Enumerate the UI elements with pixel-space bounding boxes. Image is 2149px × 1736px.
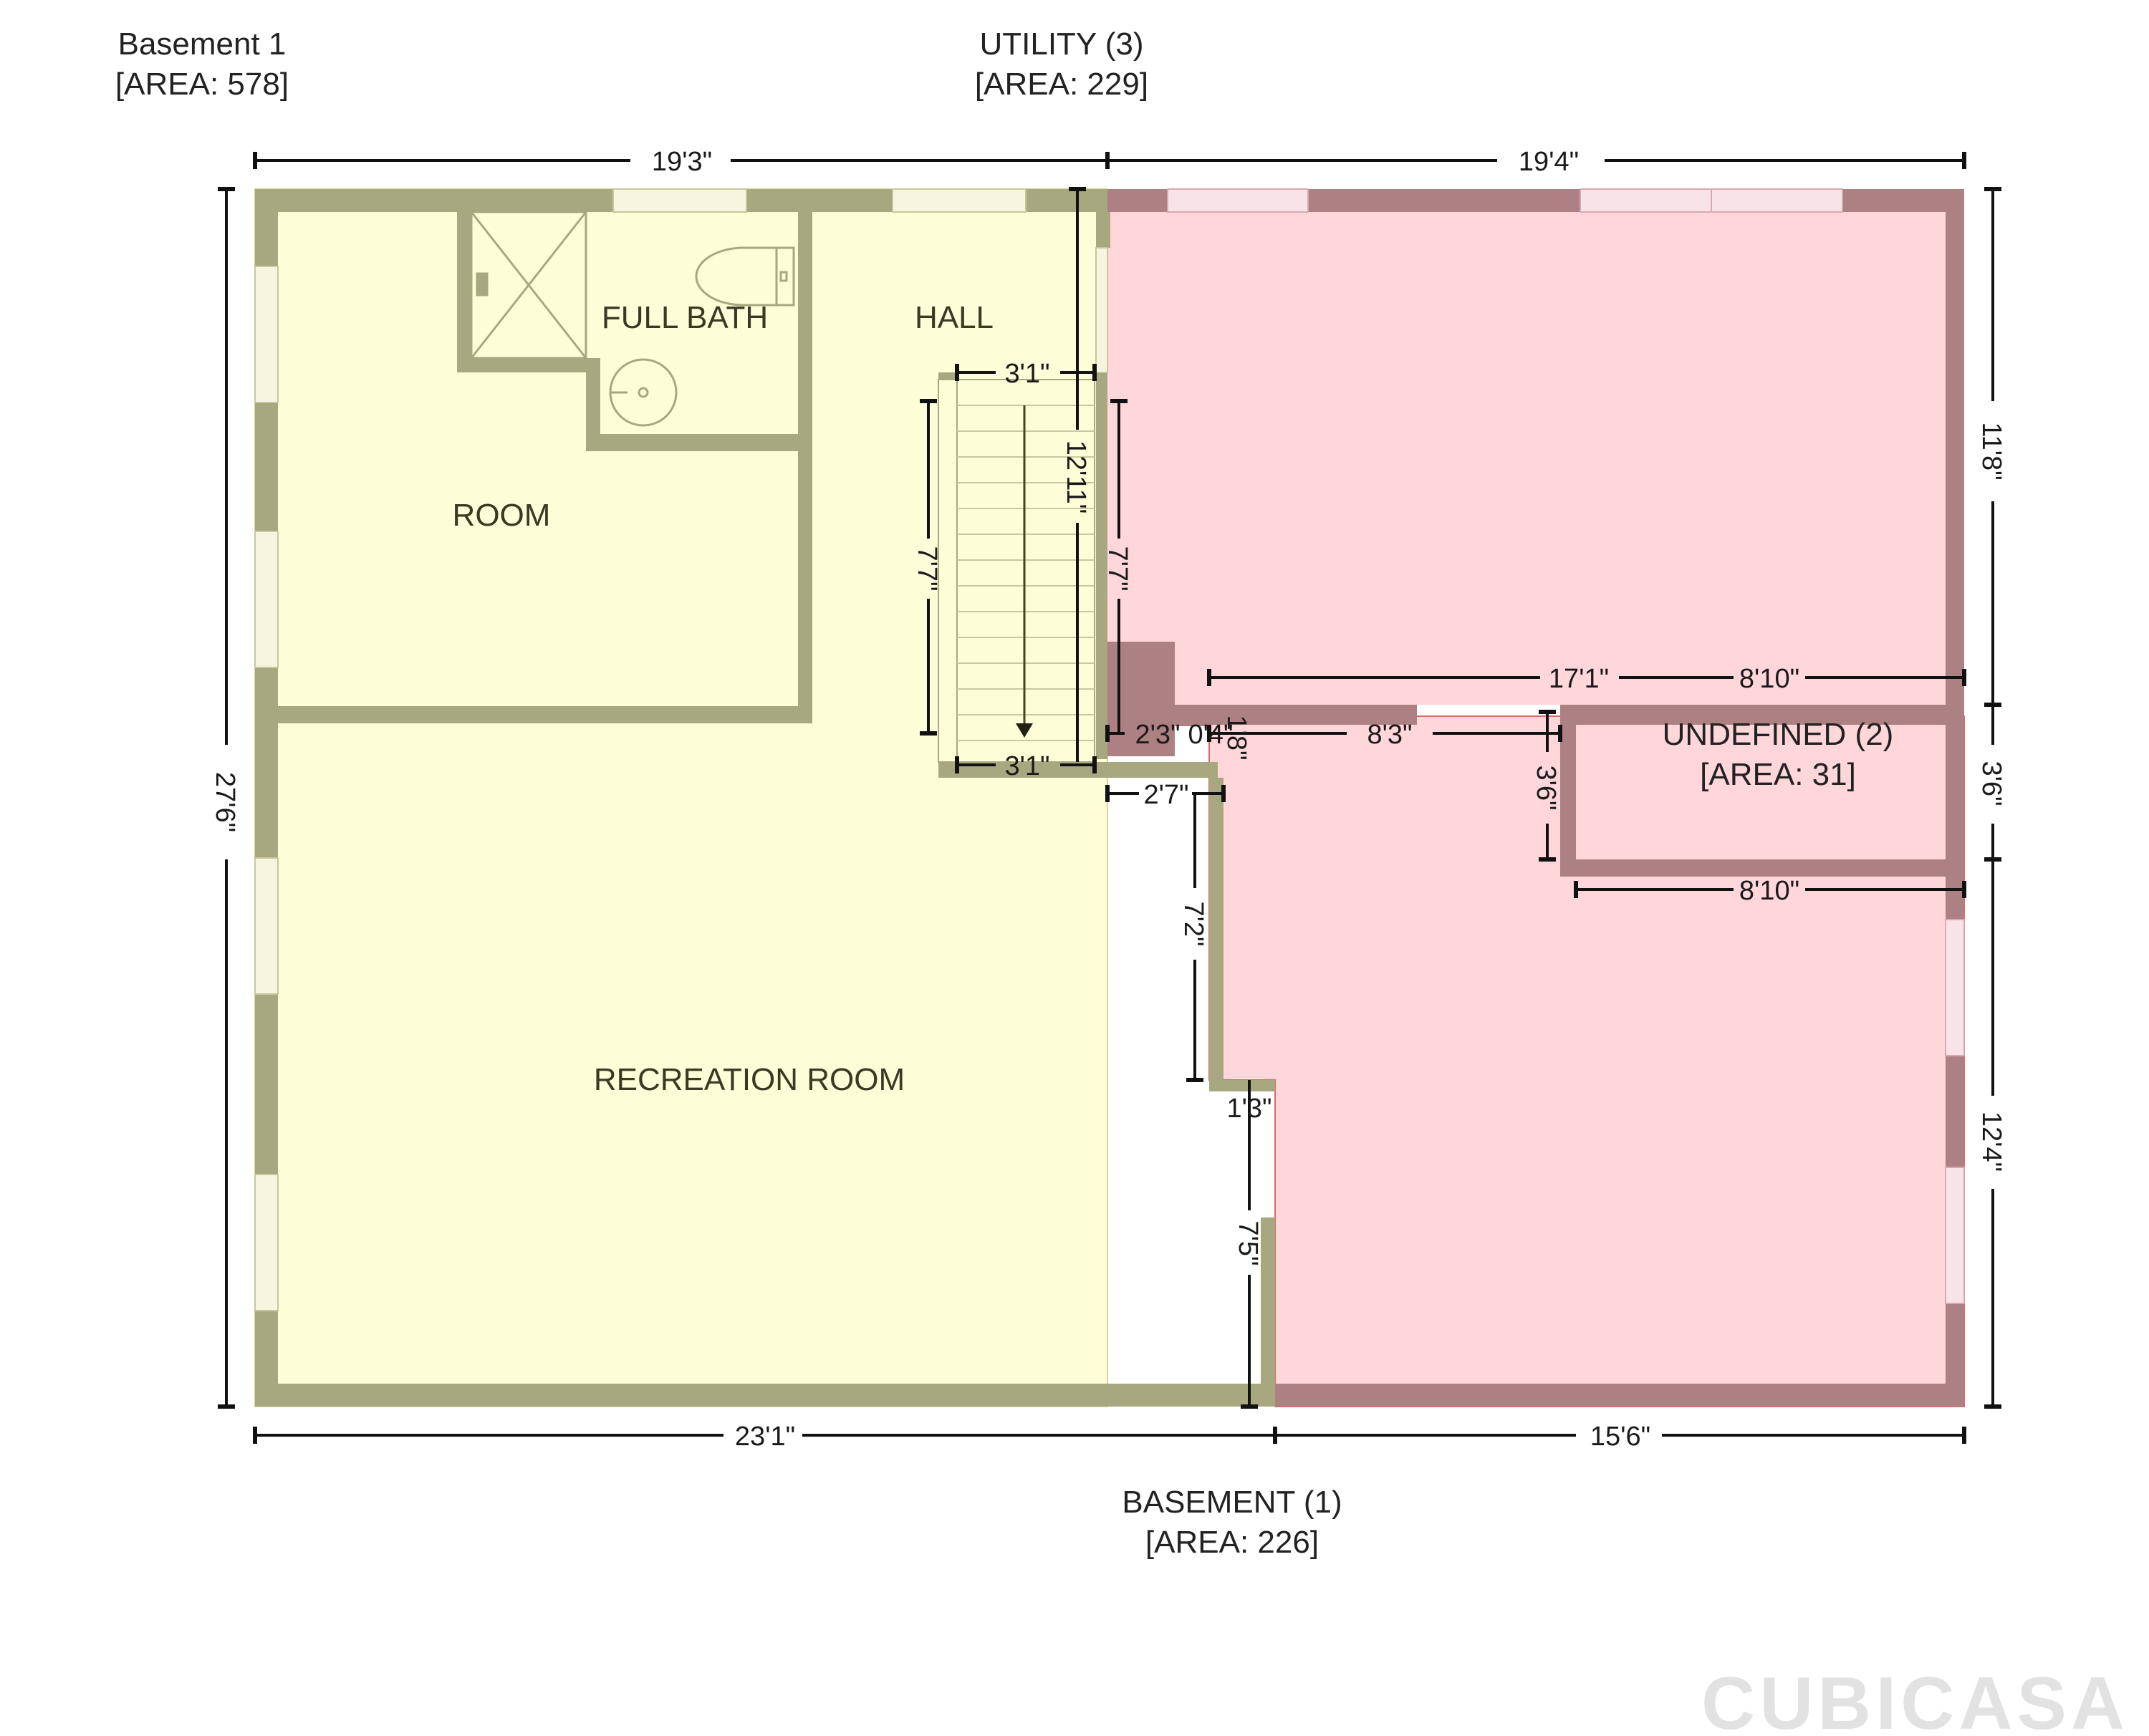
dim-stair-bottom: 3'1"	[1004, 751, 1049, 781]
utility-zone-name: UTILITY (3)	[979, 26, 1143, 62]
room-label-hall: HALL	[915, 300, 994, 335]
basement-fill	[1208, 715, 1965, 1407]
dim-step-vertical: 7'2"	[1178, 901, 1208, 946]
room-label-full-bath: FULL BATH	[602, 300, 768, 335]
inner-dimension-lines	[920, 187, 1966, 1409]
toilet-icon	[695, 246, 795, 307]
dim-bottom-right: 15'6"	[1590, 1422, 1650, 1452]
dim-stair-left: 7'7"	[912, 546, 942, 591]
dim-utility-width: 17'1"	[1549, 664, 1609, 694]
shower-icon	[470, 211, 587, 360]
undefined-zone-name: UNDEFINED (2)	[1663, 717, 1894, 752]
stair-direction-arrow-icon	[1016, 723, 1033, 738]
floor-area: [AREA: 578]	[115, 67, 289, 102]
windows	[254, 188, 1108, 1311]
dim-right-mid: 3'6"	[1976, 761, 2006, 806]
dim-jog: 1'3"	[1226, 1094, 1271, 1124]
dim-basement-top: 8'3"	[1367, 720, 1412, 750]
room-label-room: ROOM	[453, 498, 551, 533]
utility-zone-area: [AREA: 229]	[975, 67, 1148, 102]
dim-right-bottom: 12'4"	[1976, 1111, 2006, 1172]
dim-notch-small: 0'4"	[1188, 720, 1233, 750]
dim-top-left: 19'3"	[652, 147, 712, 177]
dim-notch-width: 2'3"	[1135, 720, 1180, 750]
dim-undefined-left: 3'6"	[1531, 765, 1561, 810]
dim-right-top: 11'8"	[1976, 422, 2006, 480]
undefined-zone-area: [AREA: 31]	[1700, 757, 1856, 792]
dim-lower-vertical: 7'5"	[1233, 1220, 1263, 1265]
utility-fill	[1107, 189, 1964, 705]
stairs	[938, 379, 1095, 763]
dim-undefined-top: 8'10"	[1739, 664, 1799, 694]
dim-stair-top: 3'1"	[1004, 359, 1049, 389]
basement-zone-area: [AREA: 226]	[1145, 1525, 1319, 1560]
floor-name: Basement 1	[118, 26, 287, 62]
dim-step-width: 2'7"	[1143, 780, 1188, 810]
basement-zone-name: BASEMENT (1)	[1122, 1485, 1342, 1520]
dim-left: 27'6"	[210, 772, 240, 832]
room-label-recreation-room: RECREATION ROOM	[594, 1062, 905, 1097]
windows-utility	[1167, 188, 1965, 1304]
dim-undefined-bottom: 8'10"	[1739, 876, 1799, 906]
dim-hall-height: 12'11"	[1061, 440, 1091, 513]
dim-notch-vertical: 1'8"	[1221, 715, 1251, 760]
dim-bottom-left: 23'1"	[735, 1422, 795, 1452]
outer-dimension-lines	[218, 152, 2001, 1444]
dim-top-right: 19'4"	[1519, 147, 1579, 177]
sink-icon	[609, 358, 678, 427]
dim-utility-left: 7'7"	[1102, 546, 1133, 591]
cubicasa-logo: CUBICASA	[1701, 1662, 2129, 1736]
